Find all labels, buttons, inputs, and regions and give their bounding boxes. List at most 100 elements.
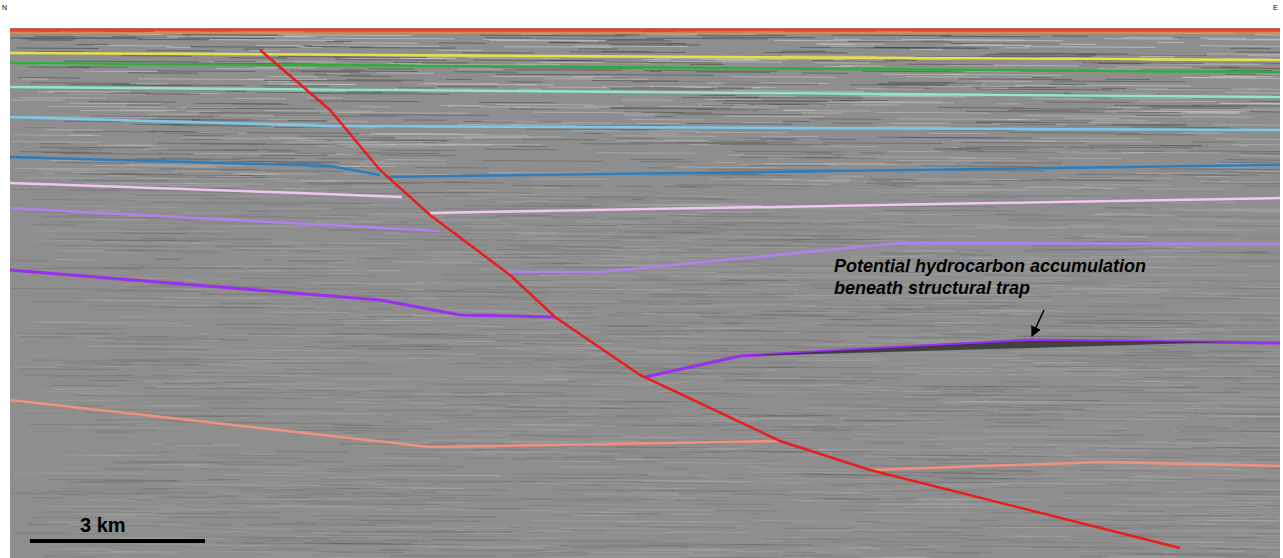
reflection <box>32 230 148 232</box>
reflection <box>1128 368 1163 369</box>
reflection <box>200 468 239 469</box>
reflection <box>682 249 712 250</box>
reflection <box>601 403 626 404</box>
reflection <box>95 430 157 431</box>
reflection <box>54 92 150 94</box>
reflection <box>1216 477 1250 478</box>
reflection <box>773 426 864 428</box>
reflection <box>821 300 854 301</box>
reflection <box>1214 124 1280 126</box>
reflection <box>337 390 371 391</box>
reflection <box>617 138 655 139</box>
reflection <box>644 70 778 72</box>
reflection <box>545 324 627 325</box>
reflection <box>455 396 519 397</box>
reflection <box>63 61 198 63</box>
reflection <box>268 83 356 85</box>
reflection <box>1070 93 1157 95</box>
reflection <box>296 258 344 259</box>
reflection <box>609 218 654 219</box>
reflection <box>998 410 1039 411</box>
reflection <box>842 373 916 374</box>
reflection <box>1122 392 1239 394</box>
reflection <box>1007 374 1120 376</box>
reflection <box>689 557 779 558</box>
reflection <box>291 70 418 72</box>
reflection <box>546 458 610 459</box>
reflection <box>850 180 891 181</box>
reflection <box>1007 119 1147 121</box>
reflection <box>1233 421 1280 422</box>
reflection <box>1173 37 1201 38</box>
reflection <box>1140 56 1175 57</box>
reflection <box>676 114 803 116</box>
reflection <box>131 325 192 326</box>
reflection <box>325 508 394 509</box>
reflection <box>1250 111 1280 112</box>
reflection <box>37 270 130 272</box>
reflection <box>652 527 735 528</box>
reflection <box>262 85 330 86</box>
reflection <box>510 108 557 109</box>
reflection <box>868 337 984 339</box>
reflection <box>571 529 607 530</box>
reflection <box>862 424 899 425</box>
reflection <box>344 42 418 43</box>
reflection <box>670 215 690 216</box>
reflection <box>660 521 739 522</box>
reflection <box>1234 415 1260 416</box>
reflection <box>914 499 986 500</box>
reflection <box>157 258 183 259</box>
reflection <box>246 367 305 368</box>
reflection <box>685 216 799 218</box>
reflection <box>1115 467 1202 469</box>
reflection <box>340 420 369 421</box>
reflection <box>658 462 730 463</box>
reflection <box>132 362 158 363</box>
reflection <box>179 531 245 532</box>
reflection <box>1221 252 1280 254</box>
reflection <box>1201 401 1280 403</box>
reflection <box>51 388 116 389</box>
reflection <box>731 76 835 78</box>
reflection <box>782 121 810 122</box>
reflection <box>1191 391 1239 392</box>
reflection <box>870 546 903 547</box>
reflection <box>413 334 465 335</box>
reflection <box>1065 322 1192 324</box>
reflection <box>545 477 621 478</box>
reflection <box>314 341 387 342</box>
reflection <box>734 151 842 153</box>
reflection <box>637 272 717 273</box>
reflection <box>268 81 290 82</box>
reflection <box>504 297 545 298</box>
reflection <box>214 246 294 247</box>
reflection <box>311 554 449 556</box>
reflection <box>1214 447 1280 448</box>
reflection <box>1059 400 1196 402</box>
reflection <box>1196 354 1280 356</box>
reflection <box>613 356 679 357</box>
reflection <box>1108 528 1134 529</box>
reflection <box>875 192 985 194</box>
reflection <box>962 142 1084 144</box>
reflection <box>604 40 671 41</box>
reflection <box>437 86 497 87</box>
reflection <box>1048 434 1141 436</box>
reflection <box>155 497 216 498</box>
reflection <box>87 455 127 456</box>
reflection <box>370 386 414 387</box>
reflection <box>473 411 567 413</box>
reflection <box>1247 55 1280 57</box>
reflection <box>1098 332 1199 334</box>
reflection <box>233 103 289 104</box>
reflection <box>507 407 625 409</box>
reflection <box>1066 125 1186 127</box>
reflection <box>495 538 566 539</box>
reflection <box>295 461 343 462</box>
reflection <box>762 136 818 137</box>
reflection <box>1234 286 1280 288</box>
reflection <box>972 87 1057 89</box>
reflection <box>295 522 431 524</box>
reflection <box>1138 101 1216 102</box>
